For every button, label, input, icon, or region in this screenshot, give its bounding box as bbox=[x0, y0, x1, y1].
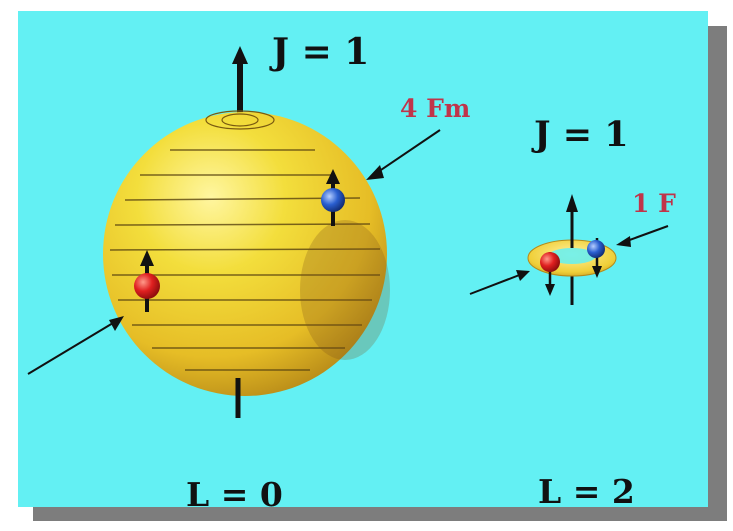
torus-size-pointer-upper bbox=[616, 225, 669, 247]
torus-neutron-particle bbox=[587, 238, 605, 278]
right-size-label: 1 F bbox=[632, 189, 676, 218]
size-pointer-lower bbox=[27, 316, 124, 375]
right-total-spin-label: J = 1 bbox=[534, 114, 629, 155]
neutron-particle bbox=[321, 169, 345, 226]
torus-size-pointer-lower bbox=[469, 270, 530, 295]
left-size-label: 4 Fm bbox=[400, 94, 471, 123]
size-pointer-upper bbox=[366, 129, 441, 180]
large-sphere bbox=[103, 110, 390, 396]
left-orbital-label: L = 0 bbox=[186, 475, 283, 514]
proton-particle bbox=[134, 250, 160, 312]
torus-proton-particle bbox=[540, 252, 560, 296]
sphere-spin-axis-top bbox=[232, 46, 248, 118]
left-total-spin-label: J = 1 bbox=[272, 31, 370, 73]
right-orbital-label: L = 2 bbox=[538, 472, 635, 511]
